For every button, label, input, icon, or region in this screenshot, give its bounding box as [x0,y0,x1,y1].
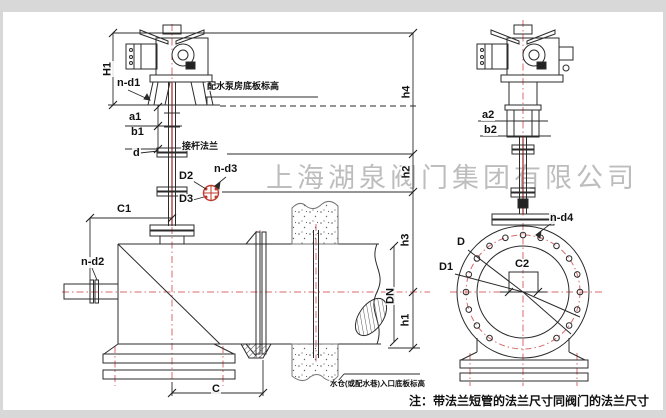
pipe-saddle-support [240,343,272,359]
left-valve-body [117,243,381,345]
company-watermark: 上海湖泉阀门集团有限公司 [266,163,638,194]
concrete-wall-sections [291,200,339,382]
dim-label-h3: h3 [399,232,412,248]
dim-label-d: d [132,147,141,159]
dimension-ticks [85,28,543,398]
dim-label-b2: b2 [483,124,498,136]
right-valve-assembly [454,24,590,382]
pipe-break-line [373,243,381,345]
left-actuator-icon [125,24,214,106]
dim-label-h2: h2 [400,164,413,180]
scan-border-right [663,0,666,418]
dim-label-H1: H1 [101,60,114,78]
left-base-plates [102,343,236,380]
pipe-joint-flange-pair [244,230,267,358]
right-actuator-icon [476,24,574,138]
section-lens [354,297,388,337]
scan-border-bottom [0,410,666,418]
dim-label-h4: h4 [400,84,413,100]
dim-label-C1: C1 [116,203,133,215]
dim-label-a1: a1 [128,111,143,123]
dim-label-n-d4: n-d4 [549,212,575,224]
right-valve-stem [510,137,536,214]
callout-stem-extension-flange: 接杆法兰 [181,141,220,151]
dim-label-h1: h1 [399,312,412,328]
scan-border-left [0,0,3,418]
n-d3-flange-detail-icon [202,184,220,202]
round-flange-face [456,225,590,359]
dim-label-b1: b1 [130,126,145,138]
left-valve-stem [164,82,180,226]
dim-label-C: C [211,383,221,395]
left-valve-assembly [63,24,388,382]
dim-label-D2: D2 [178,170,195,182]
dim-label-DN: DN [384,287,397,305]
dim-label-n-d3: n-d3 [213,163,239,175]
dim-label-C2: C2 [514,258,531,270]
scan-border-top [0,0,666,12]
drawing-note: 注：带法兰短管的法兰尺寸同阀门的法兰尺寸 [408,394,651,408]
right-base [459,338,589,382]
wall-puddle-flange [313,230,319,358]
dim-label-D1: D1 [438,261,455,273]
bolt-holes [462,231,584,342]
dimension-lines [89,32,554,396]
dim-label-n-d1: n-d1 [116,77,142,89]
dim-label-a2: a2 [481,109,496,121]
dim-label-D: D [456,236,466,248]
dim-label-n-d2: n-d2 [80,256,106,268]
callout-sump-inlet-floor: 水仓(或配水巷)入口底板标高 [329,379,426,388]
callout-pump-room-floor: 配水泵房底板标高 [206,81,281,91]
dim-label-D3: D3 [178,193,195,205]
